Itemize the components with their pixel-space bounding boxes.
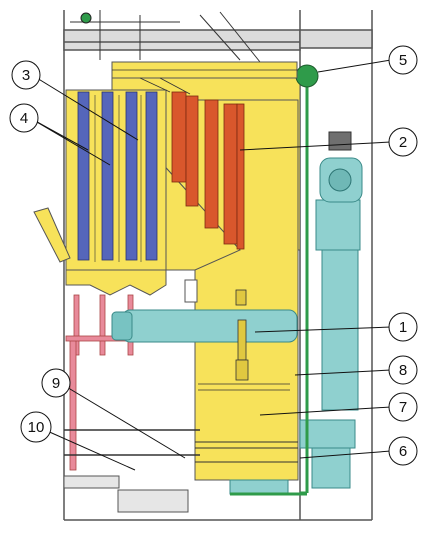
- roof-piping: [70, 10, 261, 63]
- callout-label: 8: [399, 362, 407, 379]
- callout-10: 10: [20, 411, 52, 443]
- callout-1: 1: [388, 312, 418, 342]
- blue-tube-banks: [77, 91, 158, 261]
- callout-label: 1: [399, 319, 407, 336]
- callout-9: 9: [41, 368, 71, 398]
- inlet-chute: [33, 207, 71, 263]
- fan-drive: [328, 131, 352, 151]
- furnace-opening: [184, 279, 198, 303]
- callout-5: 5: [388, 45, 418, 75]
- downcomer-pipe: [230, 82, 309, 496]
- lower-base-beams: [64, 429, 200, 456]
- hopper-row: [65, 269, 167, 296]
- callout-label: 9: [52, 375, 60, 392]
- callout-8: 8: [388, 355, 418, 385]
- steam-drum: [295, 64, 319, 88]
- callout-label: 7: [399, 399, 407, 416]
- loop-seal: [229, 479, 289, 495]
- foundation: [63, 475, 189, 513]
- furnace-internals: [198, 289, 290, 391]
- fan-unit: [319, 157, 363, 203]
- cyan-cross-duct-end: [111, 311, 133, 341]
- cyan-cross-duct: [121, 309, 298, 343]
- callout-2: 2: [388, 127, 418, 157]
- callout-label: 2: [399, 134, 407, 151]
- top-collector-pipes: [112, 69, 297, 95]
- callout-label: 3: [22, 67, 30, 84]
- leader-lines: [29, 59, 392, 471]
- callout-4: 4: [9, 103, 39, 133]
- callout-label: 10: [28, 419, 45, 436]
- callout-label: 6: [399, 443, 407, 460]
- tube-bank-lines: [94, 95, 142, 262]
- bottom-grate: [195, 441, 298, 463]
- callout-3: 3: [11, 60, 41, 90]
- superheater-panels: [171, 91, 245, 250]
- callout-label: 5: [399, 52, 407, 69]
- callout-label: 4: [20, 110, 28, 127]
- callout-6: 6: [388, 436, 418, 466]
- flue-gas-duct: [299, 199, 361, 489]
- callout-7: 7: [388, 392, 418, 422]
